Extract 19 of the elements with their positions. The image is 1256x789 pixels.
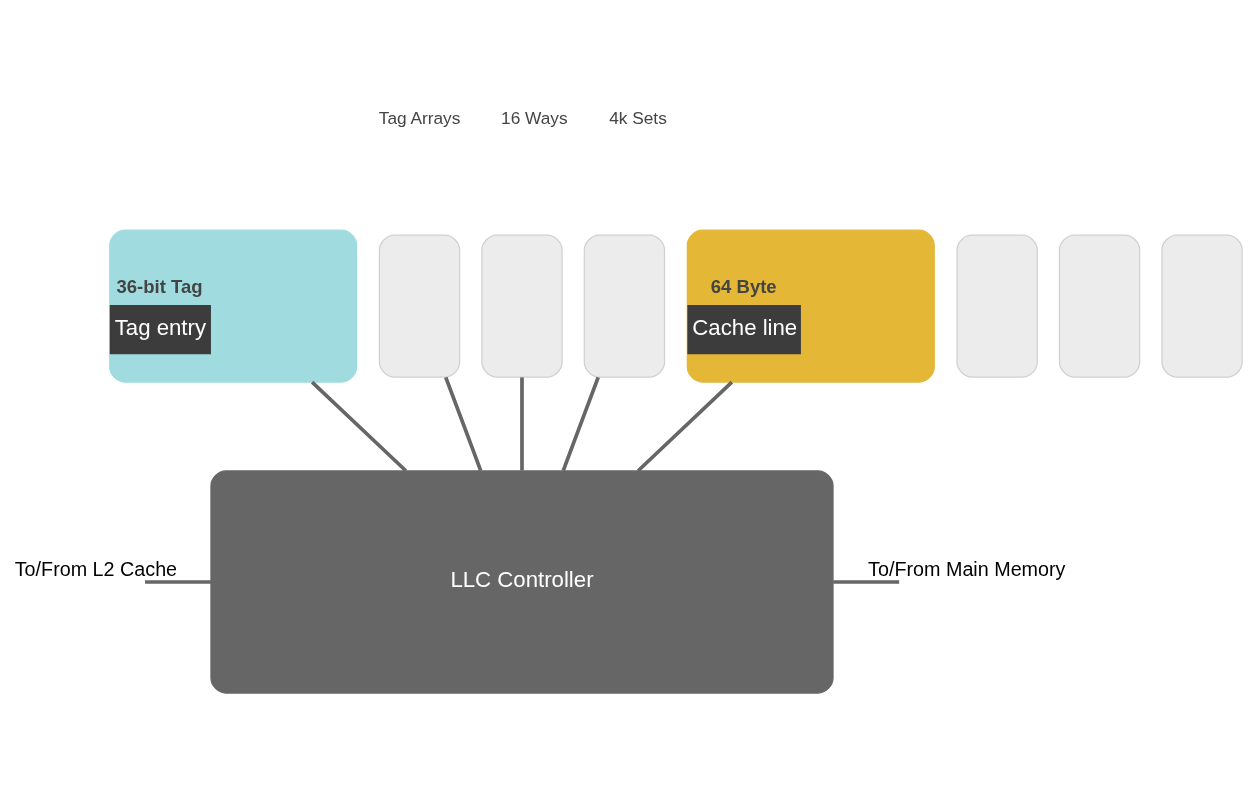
label: 16 Ways <box>501 107 568 128</box>
connector <box>310 380 408 472</box>
node-box <box>481 234 563 378</box>
label: 4k Sets <box>609 107 667 128</box>
node-box <box>378 234 461 378</box>
edge-label: To/From Main Memory <box>868 557 1066 580</box>
edge-label: To/From L2 Cache <box>14 557 178 580</box>
node-box: LLC Controller <box>210 469 834 694</box>
connector <box>561 376 600 471</box>
node-box <box>956 234 1038 378</box>
node-box <box>583 234 666 378</box>
node-box <box>1161 234 1243 378</box>
connector <box>145 579 211 584</box>
connector <box>444 376 483 471</box>
connector <box>636 380 734 472</box>
label: Tag Arrays <box>378 107 461 128</box>
connector <box>833 579 900 584</box>
connector <box>520 376 524 471</box>
node-box <box>1058 234 1141 378</box>
